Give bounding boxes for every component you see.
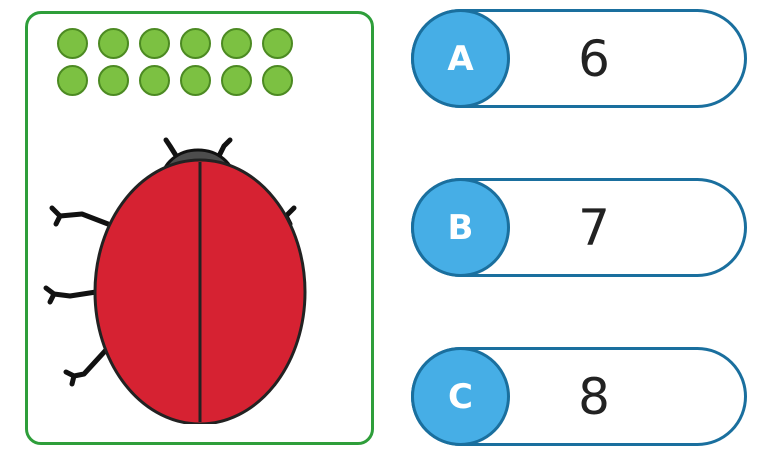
ladybird-image <box>43 137 307 424</box>
counting-dot <box>180 65 211 96</box>
answer-option-a[interactable]: A 6 <box>411 9 747 108</box>
dot-group <box>57 28 297 96</box>
counting-dot <box>57 65 88 96</box>
option-c-letter: C <box>411 347 510 446</box>
option-b-letter: B <box>411 178 510 277</box>
counting-dot <box>98 65 129 96</box>
counting-dot <box>98 28 129 59</box>
counting-dot <box>262 28 293 59</box>
counting-dot <box>221 28 252 59</box>
option-b-value: 7 <box>578 198 610 257</box>
counting-dot <box>221 65 252 96</box>
counting-dot <box>180 28 211 59</box>
counting-dot <box>57 28 88 59</box>
answer-option-c[interactable]: C 8 <box>411 347 747 446</box>
option-c-value: 8 <box>578 367 610 426</box>
option-a-letter: A <box>411 9 510 108</box>
counting-dot <box>139 65 170 96</box>
option-a-value: 6 <box>578 29 610 88</box>
counting-dot <box>139 28 170 59</box>
answer-option-b[interactable]: B 7 <box>411 178 747 277</box>
counting-dot <box>262 65 293 96</box>
